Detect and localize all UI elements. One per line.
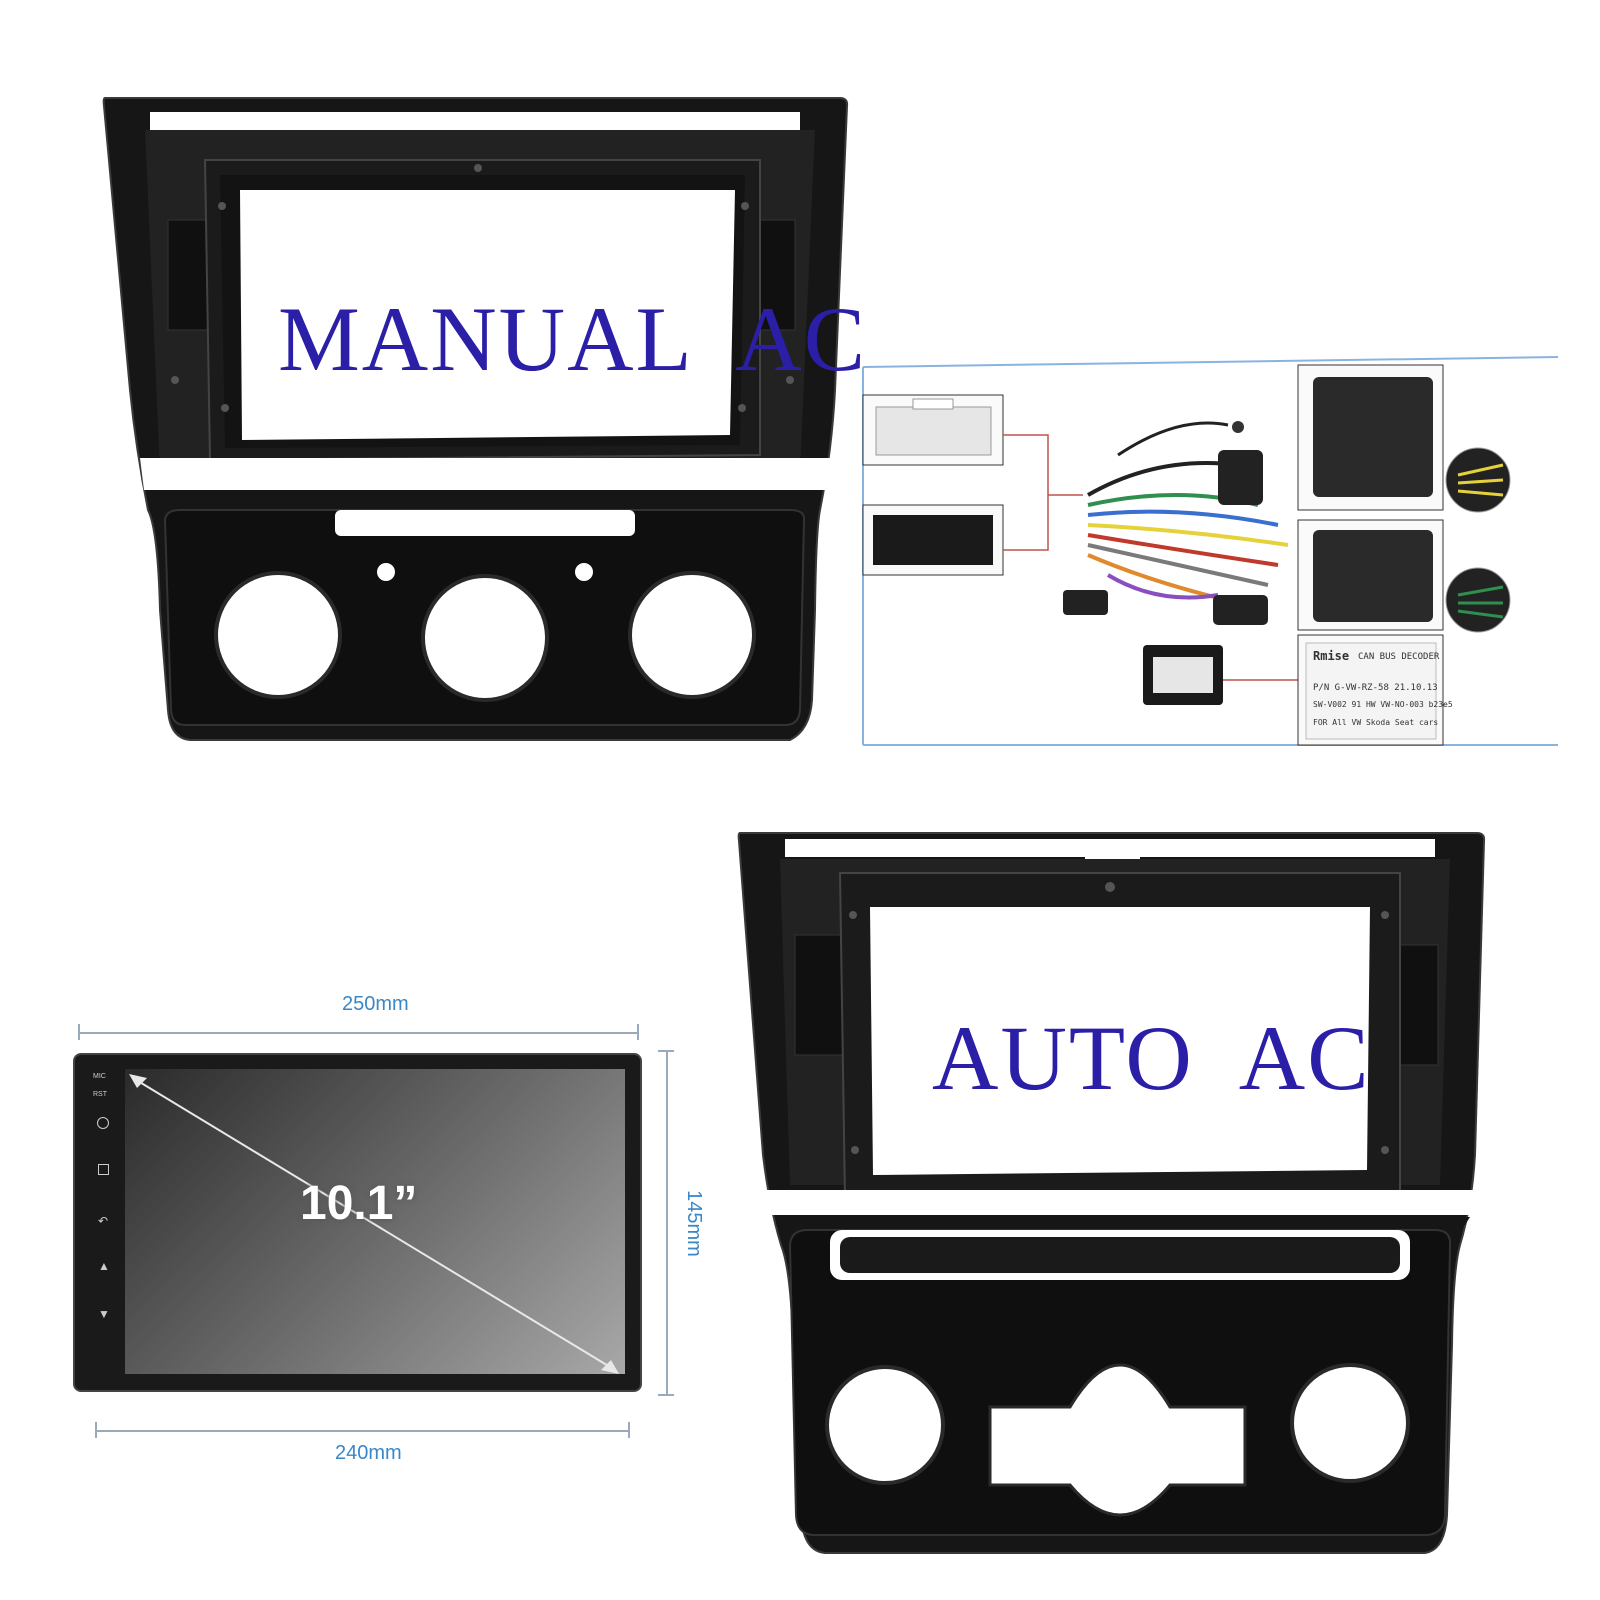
manual-ac-frame: [102, 97, 849, 741]
can-bus-decoder: [1143, 645, 1223, 705]
screen-display: [125, 1069, 625, 1374]
white-connector: [862, 394, 1004, 466]
height-label: 145mm: [682, 1190, 705, 1257]
decoder-brand: Rmise: [1313, 649, 1349, 663]
rst-label: RST: [93, 1091, 107, 1098]
decoder-line3: SW-V002 91 HW VW-NO-003 b23e5: [1313, 700, 1453, 709]
decoder-line2: P/N G-VW-RZ-58 21.10.13: [1313, 683, 1438, 693]
screen-dimensions: 250mm 145mm 240mm: [60, 990, 720, 1464]
volume-up-icon: ▲: [98, 1259, 110, 1273]
wiring-harness-panel: Rmise CAN BUS DECODER P/N G-VW-RZ-58 21.…: [862, 356, 1558, 746]
decoder-line4: FOR All VW Skoda Seat cars: [1313, 718, 1438, 727]
manual-ac-label: MANUAL AC: [278, 288, 868, 390]
auto-ac-label: AUTO AC: [932, 1007, 1371, 1109]
head-unit-screen: MIC RST ↶ ▲ ▼: [75, 1055, 640, 1390]
home-icon: [98, 1164, 109, 1175]
side-button-strip: MIC RST ↶ ▲ ▼: [83, 1069, 119, 1374]
back-icon: ↶: [98, 1214, 109, 1228]
top-width-label: 250mm: [342, 993, 409, 1015]
harness-wires: [1087, 421, 1289, 607]
diagonal-arrow: [129, 1074, 619, 1374]
volume-down-icon: ▼: [98, 1307, 110, 1321]
decoder-line1: CAN BUS DECODER: [1358, 652, 1440, 662]
quadlock-plug: [1218, 450, 1263, 505]
auto-ac-frame: [737, 832, 1486, 1554]
bottom-width-label: 240mm: [335, 1442, 402, 1464]
mic-label: MIC: [93, 1073, 106, 1080]
black-16pin-connector: [862, 504, 1004, 576]
power-icon: [97, 1117, 109, 1129]
screen-size-label: 10.1”: [300, 1177, 418, 1230]
